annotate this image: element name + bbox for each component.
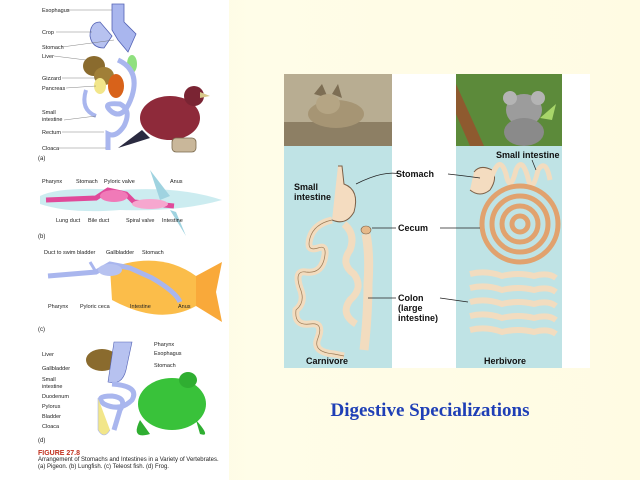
label-lung-duct: Lung duct [56,218,81,224]
label-colon-1: Colon [398,293,424,303]
label-colon-3: intestine) [398,313,438,323]
panel-d-frog: Pharynx Esophagus Liver Stomach Gallblad… [38,341,206,444]
panel-c-label: (c) [38,327,45,333]
label-stomach: Stomach [42,45,64,51]
label-gallbladder-d: Gallbladder [42,366,70,372]
caption-line-2: (a) Pigeon. (b) Lungfish. (c) Teleost fi… [38,464,169,470]
panel-d-label: (d) [38,438,45,444]
label-small-intestine-a2: intestine [42,117,63,123]
label-pylorus: Pylorus [42,404,61,410]
carnivore-herbivore-figure: Small intestine Stomach Small intestine … [284,74,590,368]
label-intestine-b: Intestine [162,218,183,224]
label-intestine-c: Intestine [130,304,151,310]
label-cloaca: Cloaca [42,146,60,152]
label-small-intestine-d1: Small [42,377,56,383]
koala-photo [456,74,562,146]
label-small-intestine-carnivore-2: intestine [294,192,331,202]
label-gizzard: Gizzard [42,76,61,82]
label-pyloric-ceca: Pyloric ceca [80,304,111,310]
label-bile-duct: Bile duct [88,218,110,224]
label-anus-c: Anus [178,304,191,310]
label-small-intestine-d2: intestine [42,384,63,390]
label-spiral-valve: Spiral valve [126,218,154,224]
label-bladder: Bladder [42,414,61,420]
label-liver-d: Liver [42,352,54,358]
slide-title: Digestive Specializations [330,400,530,421]
label-anus-b: Anus [170,179,183,185]
carnivore-herbivore-diagram: Small intestine Stomach Small intestine … [284,74,590,368]
label-pancreas: Pancreas [42,86,65,92]
panel-b-lungfish: Pharynx Stomach Pyloric valve Anus Lung … [38,170,222,240]
panel-a-label: (a) [38,156,45,162]
label-pharynx-b: Pharynx [42,179,62,185]
label-small-intestine-carnivore-1: Small [294,182,318,192]
carnivore-label: Carnivore [306,356,348,366]
herbivore-label: Herbivore [484,356,526,366]
herbivore-gut [469,162,561,337]
figure-number: FIGURE 27.8 [38,450,81,457]
vertebrate-diagrams: Esophagus Crop Stomach Liver Gizzard Pan… [38,3,222,444]
figure-caption: FIGURE 27.8 Arrangement of Stomachs and … [38,450,228,471]
carnivore-gut [292,165,374,360]
coyote-photo [284,74,392,146]
label-pyloric-valve: Pyloric valve [104,179,135,185]
label-pharynx-c: Pharynx [48,304,68,310]
label-liver: Liver [42,54,54,60]
label-cecum: Cecum [398,223,428,233]
label-gallbladder-c: Gallbladder [106,250,134,256]
label-small-intestine-a1: Small [42,110,56,116]
panel-c-teleost: Duct to swim bladder Gallbladder Stomach… [38,250,222,333]
label-crop: Crop [42,30,54,36]
label-colon-2: (large [398,303,423,313]
caption-line-1: Arrangement of Stomachs and Intestines i… [38,457,219,463]
label-duodenum: Duodenum [42,394,69,400]
label-pharynx-d: Pharynx [154,342,174,348]
label-stomach-d: Stomach [154,363,176,369]
label-esophagus: Esophagus [42,8,70,14]
label-stomach-c: Stomach [142,250,164,256]
label-stomach: Stomach [396,169,434,179]
panel-b-label: (b) [38,234,45,240]
label-stomach-b: Stomach [76,179,98,185]
label-small-intestine-herbivore: Small intestine [496,150,560,160]
vertebrate-digestive-figure: Esophagus Crop Stomach Liver Gizzard Pan… [0,0,229,480]
label-rectum: Rectum [42,130,61,136]
panel-a-pigeon: Esophagus Crop Stomach Liver Gizzard Pan… [38,3,210,162]
label-duct-swim-bladder: Duct to swim bladder [44,250,96,256]
label-cloaca-d: Cloaca [42,424,60,430]
label-esophagus-d: Esophagus [154,351,182,357]
